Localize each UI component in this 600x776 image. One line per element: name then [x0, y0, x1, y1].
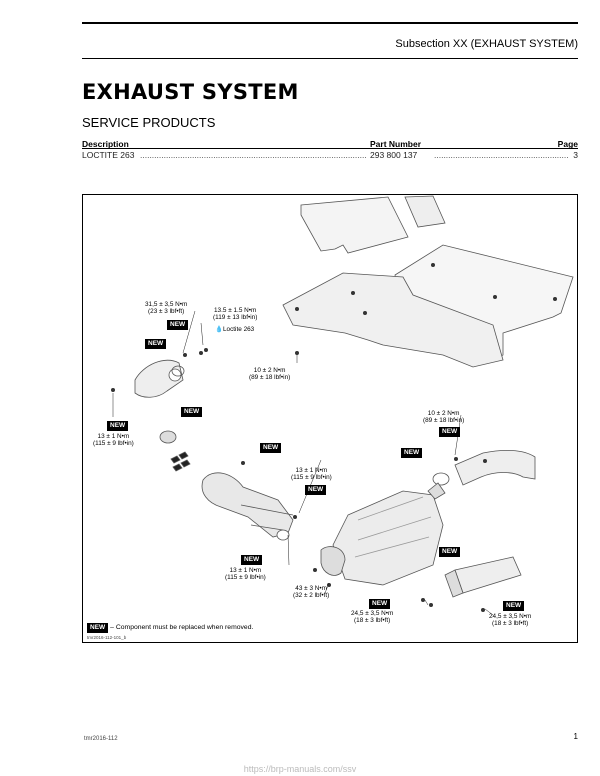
page-title: EXHAUST SYSTEM	[82, 80, 299, 104]
figure-legend: NEW– Component must be replaced when rem…	[87, 623, 253, 633]
service-products-table: Description Part Number Page LOCTITE 263…	[82, 138, 578, 161]
exhaust-exploded-diagram: 31,5 ± 3,5 N•m(23 ± 3 lbf•ft) NEW 13.5 ±…	[82, 194, 578, 643]
new-badge: NEW	[439, 547, 461, 557]
new-badge: NEW	[260, 443, 282, 453]
header-description: Description	[82, 139, 129, 149]
loctite-text: Loctite 263	[222, 326, 255, 333]
row-part-number: 293 800 137	[370, 150, 418, 160]
row-description: LOCTITE 263	[82, 150, 135, 160]
torque-label: 10 ± 2 N•m(89 ± 18 lbf•in)	[423, 410, 465, 424]
table-row: LOCTITE 263 ............................…	[82, 149, 578, 161]
new-badge: NEW	[305, 485, 327, 495]
row-page: 3	[573, 150, 578, 160]
header-part-number: Part Number	[370, 139, 422, 149]
table-header-row: Description Part Number Page	[82, 138, 578, 149]
new-badge: NEW	[369, 599, 391, 609]
new-badge: NEW	[181, 407, 203, 417]
dot-leader: ........................................…	[434, 150, 568, 160]
torque-label: 13 ± 1 N•m(115 ± 9 lbf•in)	[93, 433, 134, 447]
exploded-view-drawing	[111, 195, 574, 616]
subsection-header: Subsection XX (EXHAUST SYSTEM)	[395, 38, 578, 50]
torque-label: 13 ± 1 N•m(115 ± 9 lbf•in)	[225, 567, 266, 581]
top-rule	[82, 22, 578, 24]
header-rule	[82, 58, 578, 59]
header-page: Page	[557, 139, 578, 149]
new-badge: NEW	[87, 623, 109, 633]
torque-label: 43 ± 3 N•m(32 ± 2 lbf•ft)	[293, 585, 330, 599]
new-badge: NEW	[167, 320, 189, 330]
footer-url[interactable]: https://brp-manuals.com/ssv	[243, 764, 357, 774]
torque-label: 13.5 ± 1.5 N•m(119 ± 13 lbf•in)	[213, 307, 258, 321]
legend-text: – Component must be replaced when remove…	[110, 624, 254, 631]
new-badge: NEW	[241, 555, 263, 565]
section-title: SERVICE PRODUCTS	[82, 115, 216, 130]
torque-label: 24,5 ± 3,5 N•m(18 ± 3 lbf•ft)	[351, 610, 394, 624]
torque-label: 10 ± 2 N•m(89 ± 18 lbf•in)	[249, 367, 291, 381]
new-badge: NEW	[503, 601, 525, 611]
torque-label: 24,5 ± 3,5 N•m(18 ± 3 lbf•ft)	[489, 613, 532, 627]
dot-leader: ........................................…	[140, 150, 366, 160]
new-badge: NEW	[107, 421, 129, 431]
new-badge: NEW	[145, 339, 167, 349]
loctite-label: 💧Loctite 263	[215, 326, 255, 333]
torque-label: 31,5 ± 3,5 N•m(23 ± 3 lbf•ft)	[145, 301, 188, 315]
figure-id: tmr2016-112-101_b	[87, 635, 127, 640]
new-badge: NEW	[439, 427, 461, 437]
footer-code: tmr2016-112	[84, 736, 118, 742]
torque-label: 13 ± 1 N•m(115 ± 9 lbf•in)	[291, 467, 332, 481]
new-badge: NEW	[401, 448, 423, 458]
page-number: 1	[573, 732, 578, 741]
